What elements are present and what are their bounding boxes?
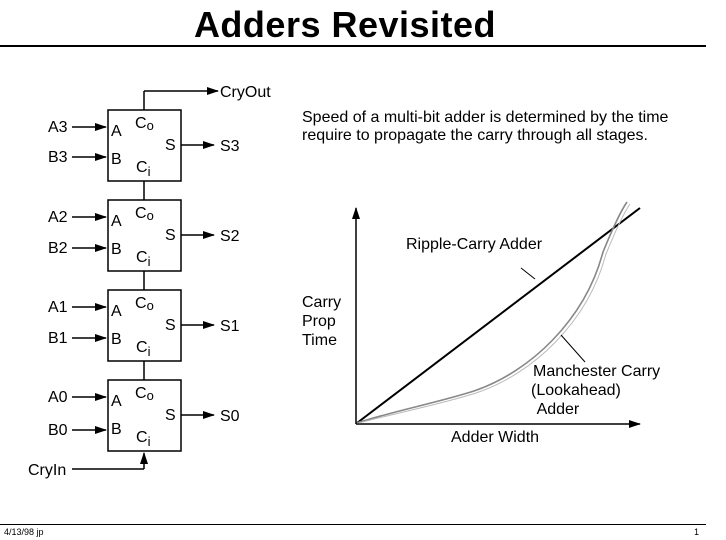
input-a-label: A2 bbox=[48, 209, 68, 226]
pin-b: B bbox=[111, 241, 122, 258]
input-a-label: A1 bbox=[48, 299, 68, 316]
graph-axes bbox=[352, 207, 641, 428]
y-axis-label-line: Time bbox=[302, 332, 337, 349]
pin-s: S bbox=[165, 407, 176, 424]
sum-label: S1 bbox=[220, 318, 240, 335]
carry-in-wire bbox=[72, 452, 148, 470]
pin-co: Co bbox=[135, 205, 154, 223]
description-text: Speed of a multi-bit adder is determined… bbox=[302, 109, 669, 144]
manchester-carry-curve-shadow bbox=[358, 203, 631, 424]
pin-a: A bbox=[111, 213, 122, 230]
input-b-label: B0 bbox=[48, 422, 68, 439]
y-axis-label-line: Carry bbox=[302, 294, 342, 311]
input-b-label: B1 bbox=[48, 330, 68, 347]
ripple-carry-curve bbox=[356, 207, 641, 424]
pin-co: Co bbox=[135, 295, 154, 313]
footer-divider bbox=[0, 524, 706, 525]
pin-ci: Ci bbox=[136, 429, 151, 449]
x-axis-label: Adder Width bbox=[451, 429, 539, 446]
pin-a: A bbox=[111, 123, 122, 140]
manchester-leader bbox=[560, 334, 586, 363]
slide-title: Adders Revisited bbox=[193, 4, 497, 45]
adder-cell-0: A0 B0 A B Co Ci S S0 bbox=[48, 379, 240, 452]
pin-ci: Ci bbox=[136, 159, 151, 179]
pin-s: S bbox=[165, 317, 176, 334]
y-axis-label-line: Prop bbox=[302, 313, 336, 330]
pin-s: S bbox=[165, 137, 176, 154]
adder-cell-1: A1 B1 A B Co Ci S S1 bbox=[48, 289, 240, 362]
carry-out-wire bbox=[143, 87, 219, 110]
footer-date: 4/13/98 jp bbox=[4, 527, 44, 537]
manchester-label: Manchester Carry (Lookahead) Adder bbox=[531, 363, 665, 418]
pin-ci: Ci bbox=[136, 249, 151, 269]
title-divider bbox=[0, 45, 706, 47]
pin-ci: Ci bbox=[136, 339, 151, 359]
pin-b: B bbox=[111, 151, 122, 168]
carry-out-label: CryOut bbox=[220, 84, 271, 101]
ripple-carry-label: Ripple-Carry Adder bbox=[406, 236, 543, 253]
carry-in-label: CryIn bbox=[28, 462, 66, 479]
ripple-carry-leader bbox=[520, 267, 536, 280]
pin-a: A bbox=[111, 303, 122, 320]
sum-label: S0 bbox=[220, 408, 240, 425]
adder-cell-2: A2 B2 A B Co Ci S S2 bbox=[48, 199, 240, 272]
input-a-label: A0 bbox=[48, 389, 68, 406]
sum-label: S2 bbox=[220, 228, 240, 245]
pin-b: B bbox=[111, 331, 122, 348]
adder-cell-3: A3 B3 A B Co Ci S S3 bbox=[48, 109, 240, 182]
pin-co: Co bbox=[135, 115, 154, 133]
y-axis-label: Carry Prop Time bbox=[302, 293, 362, 350]
manchester-carry-curve bbox=[356, 201, 628, 424]
pin-co: Co bbox=[135, 385, 154, 403]
input-b-label: B3 bbox=[48, 149, 68, 166]
input-a-label: A3 bbox=[48, 119, 68, 136]
sum-label: S3 bbox=[220, 138, 240, 155]
pin-a: A bbox=[111, 393, 122, 410]
page-number: 1 bbox=[694, 527, 700, 537]
input-b-label: B2 bbox=[48, 240, 68, 257]
pin-s: S bbox=[165, 227, 176, 244]
pin-b: B bbox=[111, 421, 122, 438]
